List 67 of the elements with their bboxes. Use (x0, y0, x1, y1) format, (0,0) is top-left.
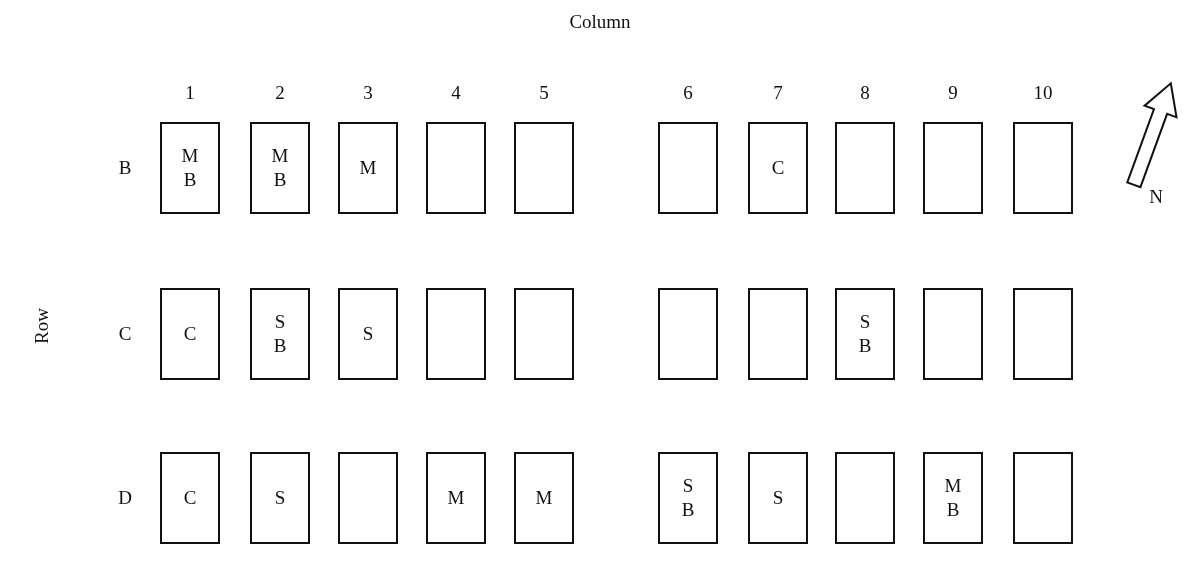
column-number: 8 (860, 82, 870, 104)
plot-box (923, 452, 983, 544)
plot-box (514, 288, 574, 380)
row-heading: Row (31, 308, 53, 344)
plot-box (514, 452, 574, 544)
column-number: 5 (539, 82, 549, 104)
plot-box (338, 122, 398, 214)
plot-box (250, 452, 310, 544)
plot-box (426, 288, 486, 380)
plot-code: M (271, 144, 289, 168)
plot-box (835, 288, 895, 380)
plot-box (923, 288, 983, 380)
plot-code: S (772, 486, 784, 510)
plot-box (426, 452, 486, 544)
plot-box (338, 452, 398, 544)
column-heading: Column (569, 11, 631, 33)
plot-code: C (183, 486, 197, 510)
plot-code: S (682, 474, 694, 498)
plot-box (338, 288, 398, 380)
plot-box (1013, 288, 1073, 380)
column-number: 10 (1033, 82, 1053, 104)
plot-box (426, 122, 486, 214)
plot-box (250, 288, 310, 380)
plot-box (514, 122, 574, 214)
row-letter: C (118, 323, 132, 345)
plot-code: M (447, 486, 465, 510)
plot-code: S (274, 486, 286, 510)
plot-box (658, 122, 718, 214)
plot-code: S (859, 310, 871, 334)
column-number: 1 (185, 82, 195, 104)
column-number: 6 (683, 82, 693, 104)
plot-box (658, 452, 718, 544)
plot-box (160, 122, 220, 214)
plot-code: S (274, 310, 286, 334)
plot-code: S (362, 322, 374, 346)
plot-box (658, 288, 718, 380)
plot-code: B (681, 498, 695, 522)
column-number: 9 (948, 82, 958, 104)
row-letter: B (118, 157, 132, 179)
plot-box (835, 122, 895, 214)
column-number: 3 (363, 82, 373, 104)
plot-code: B (273, 334, 287, 358)
plot-code: M (359, 156, 377, 180)
plot-code: M (181, 144, 199, 168)
column-number: 2 (275, 82, 285, 104)
plot-box (1013, 122, 1073, 214)
plot-code: C (771, 156, 785, 180)
plot-code: B (946, 498, 960, 522)
plot-box (1013, 452, 1073, 544)
plot-box (748, 452, 808, 544)
plot-box (748, 288, 808, 380)
plot-box (835, 452, 895, 544)
plot-code: B (183, 168, 197, 192)
plot-code: B (858, 334, 872, 358)
plot-box (160, 288, 220, 380)
plot-box (923, 122, 983, 214)
column-number: 7 (773, 82, 783, 104)
row-letter: D (118, 487, 132, 509)
plot-box (160, 452, 220, 544)
plot-code: M (535, 486, 553, 510)
plot-box (748, 122, 808, 214)
plot-code: B (273, 168, 287, 192)
plot-code: M (944, 474, 962, 498)
plot-code: C (183, 322, 197, 346)
north-label: N (1149, 186, 1163, 208)
plot-box (250, 122, 310, 214)
column-number: 4 (451, 82, 461, 104)
